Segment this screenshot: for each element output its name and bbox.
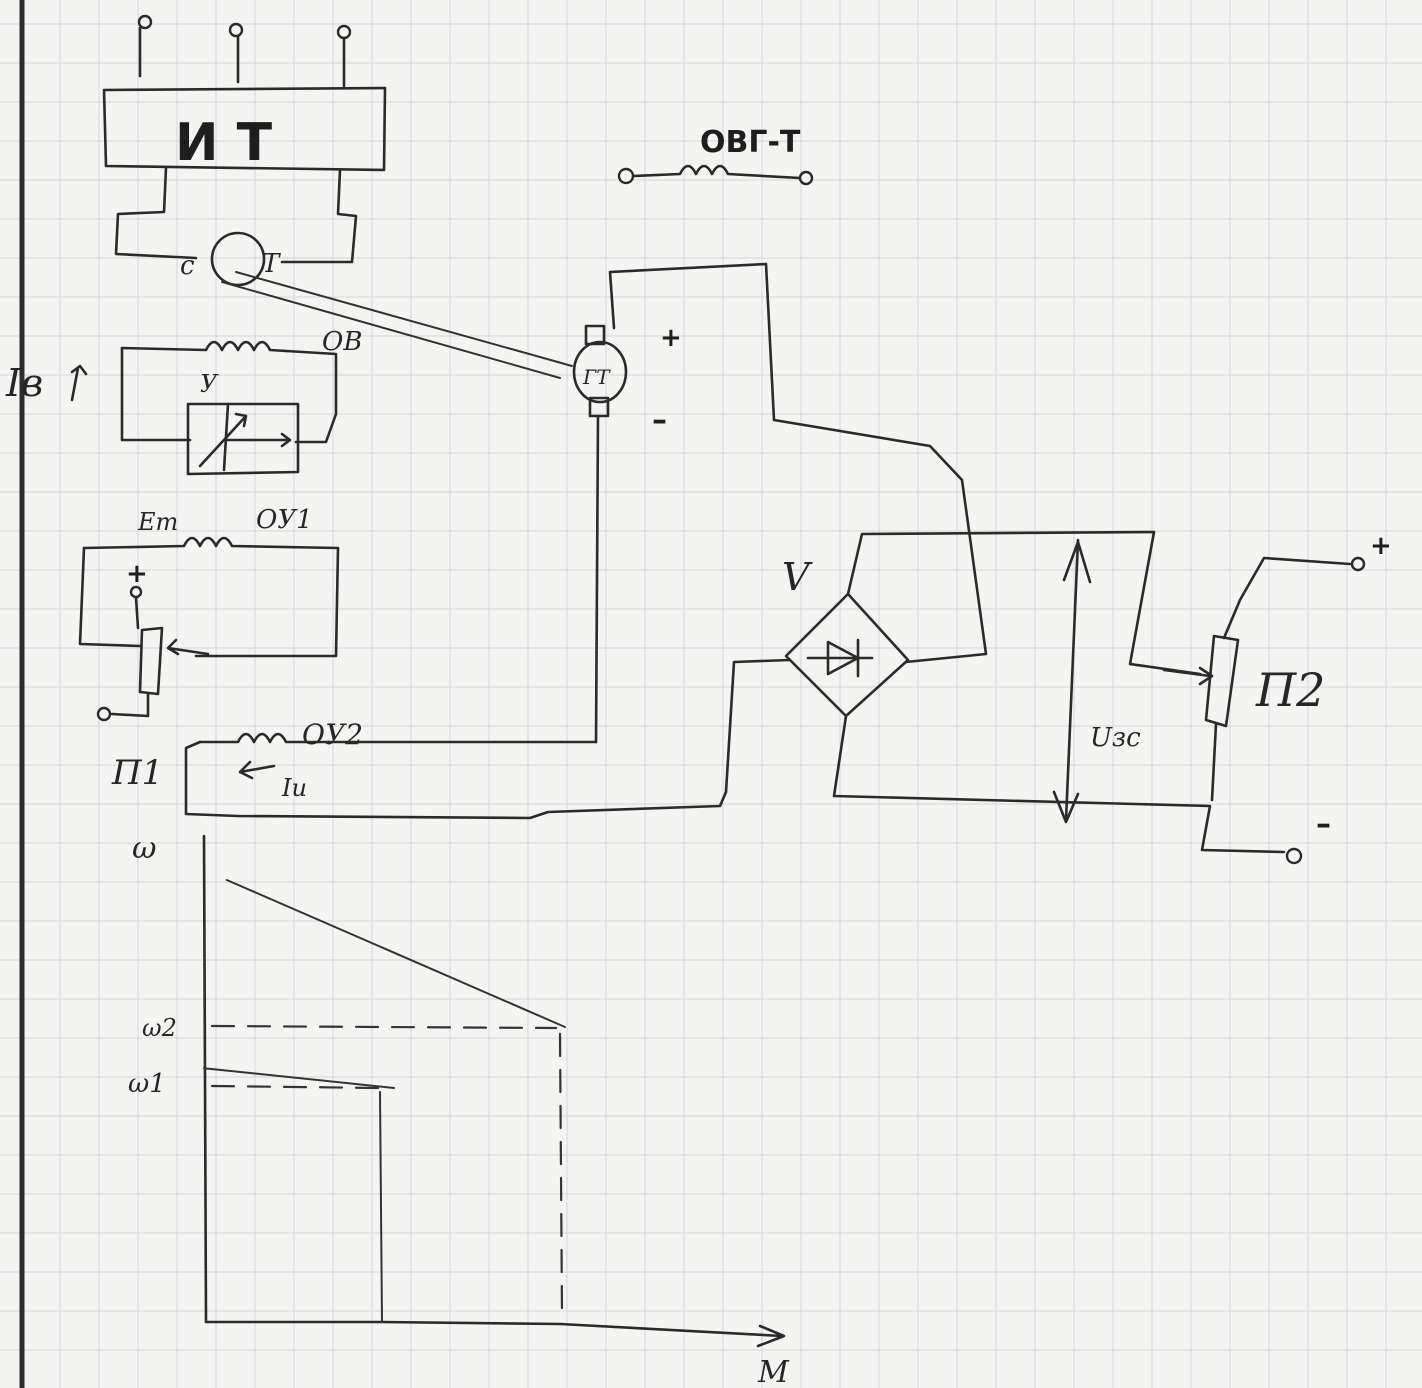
bridge-label: V [782,555,813,599]
p2-label: П2 [1255,663,1325,717]
stop-guide-2 [558,1032,564,1316]
tacho-winding: ОВГ-Т [617,125,814,186]
series-line-2 [203,1067,395,1089]
axis-y-label: ω [132,831,156,866]
exciter-coil-label: ОВ [322,327,362,357]
x-axis-arrow [756,1324,786,1348]
control-winding-1: Em ОУ1 + [78,505,340,722]
potentiometer-2: + – П2 [1162,531,1392,865]
svg-text:+: + [1370,531,1392,561]
feedback-voltage: Uзс [1052,538,1141,824]
series-line-1 [225,879,566,1028]
exciter-circuit: Iв ОВ У [5,327,362,476]
omega-2-guide [210,1024,558,1030]
axis-x-label: M [757,1355,790,1388]
svg-text:–: – [1316,807,1331,842]
potentiometer-em [138,626,164,696]
chart-axes [202,834,784,1338]
svg-text:Т: Т [262,249,281,279]
it-block: И Т [102,14,387,264]
control-winding-2: ОУ2 П1 Iu [111,658,792,820]
tacho-generator-label: ГТ [582,365,611,389]
diode-bridge: V [782,530,1286,854]
speed-torque-chart: ω M ω2 ω1 [128,831,790,1388]
omega-1-guide [210,1084,382,1090]
regulator-box [186,402,300,476]
current-label: Iв [5,361,43,405]
tick-omega-2: ω2 [142,1014,177,1042]
ou2-label: ОУ2 [302,718,363,751]
stop-line-1 [379,1091,383,1323]
feedback-voltage-label: Uзс [1090,723,1141,753]
regulator-label: У [200,370,219,398]
p1-label: П1 [111,753,163,793]
tacho-generator: ГТ + – [572,262,988,744]
tick-omega-1: ω1 [128,1069,166,1099]
svg-text:+: + [126,559,148,589]
current-i-label: Iu [281,774,307,802]
plus-sign: + [660,323,682,353]
ou1-label: ОУ1 [256,505,313,535]
coupling-generator: с Т [180,231,573,379]
tacho-winding-label: ОВГ-Т [700,125,801,160]
minus-sign: – [652,403,667,438]
it-label: И Т [175,113,273,173]
em-label: Em [137,508,178,536]
svg-text:с: с [180,251,195,281]
